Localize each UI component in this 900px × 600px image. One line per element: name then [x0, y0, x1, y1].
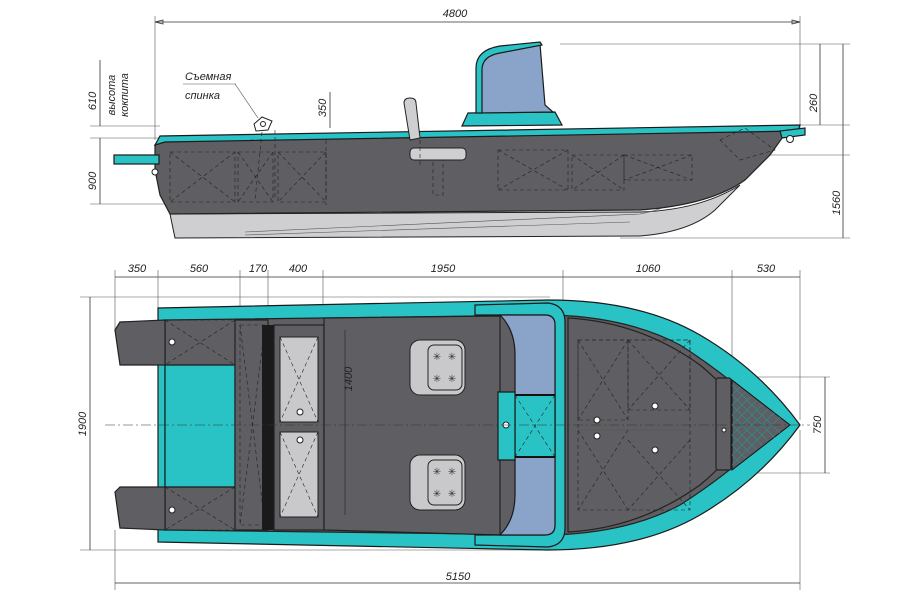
dim-350-side-text: 350 — [317, 98, 329, 117]
starboard-sponson — [114, 486, 166, 531]
port-sponson — [114, 319, 166, 366]
removable-back-label-1: Съемная — [185, 71, 231, 83]
pilot-seat-port: ✳ ✳ ✳ ✳ — [409, 339, 466, 396]
pilot-seat-side — [403, 97, 467, 196]
dim-750-text: 750 — [812, 415, 824, 434]
dim-1560-text: 1560 — [831, 190, 843, 215]
dim-overall-5150: 5150 — [114, 430, 801, 590]
hull-bottom — [169, 184, 741, 239]
svg-text:✳: ✳ — [433, 352, 441, 363]
cockpit-height-label-2: кокпита — [119, 73, 131, 117]
side-hidden-structure — [169, 127, 776, 205]
dim-350-plan-text: 350 — [128, 263, 147, 275]
dim-530-text: 530 — [757, 263, 776, 275]
dim-610-text: 610 — [87, 91, 99, 110]
anchor-locker — [715, 377, 732, 471]
svg-text:✳: ✳ — [448, 352, 456, 363]
console-windshield — [461, 41, 563, 127]
dim-1400-text: 1400 — [343, 366, 355, 391]
side-view: 4800 260 1560 610 высота кокпита 900 — [87, 8, 850, 239]
svg-text:✳: ✳ — [448, 489, 456, 500]
svg-text:✳: ✳ — [448, 467, 456, 478]
dim-5150-text: 5150 — [446, 571, 471, 583]
dim-560-text: 560 — [190, 263, 209, 275]
dim-1950-text: 1950 — [431, 263, 456, 275]
removable-back-label-2: спинка — [185, 90, 220, 102]
plan-dim-chain: 350 560 170 400 1950 1060 530 — [114, 263, 801, 420]
dim-beam: 1900 — [77, 296, 550, 551]
cockpit-height-label-1: высота — [106, 75, 118, 116]
plan-view: 350 560 170 400 1950 1060 530 1900 750 — [77, 263, 830, 590]
dim-350-seat: 350 — [317, 92, 331, 128]
dim-900-text: 900 — [87, 171, 99, 190]
svg-text:✳: ✳ — [448, 374, 456, 385]
dim-4800-text: 4800 — [443, 8, 468, 20]
dim-1900-text: 1900 — [77, 411, 89, 436]
dim-400-text: 400 — [289, 263, 308, 275]
pilot-seat-starboard: ✳ ✳ ✳ ✳ — [409, 454, 466, 511]
dim-260-text: 260 — [808, 93, 820, 113]
dim-overall-length: 4800 — [154, 8, 801, 140]
dim-170-text: 170 — [249, 263, 268, 275]
svg-text:✳: ✳ — [433, 489, 441, 500]
removable-backrest: Съемная спинка — [183, 71, 273, 132]
svg-text:✳: ✳ — [433, 374, 441, 385]
swim-step — [113, 154, 160, 165]
dim-1060-text: 1060 — [636, 263, 661, 275]
hull-side — [154, 126, 792, 215]
transom-well — [164, 364, 236, 488]
svg-text:✳: ✳ — [433, 467, 441, 478]
gunwale-trim — [153, 124, 801, 146]
dim-right-side: 260 1560 — [560, 43, 850, 239]
dim-left-side: 610 высота кокпита 900 — [87, 60, 170, 205]
